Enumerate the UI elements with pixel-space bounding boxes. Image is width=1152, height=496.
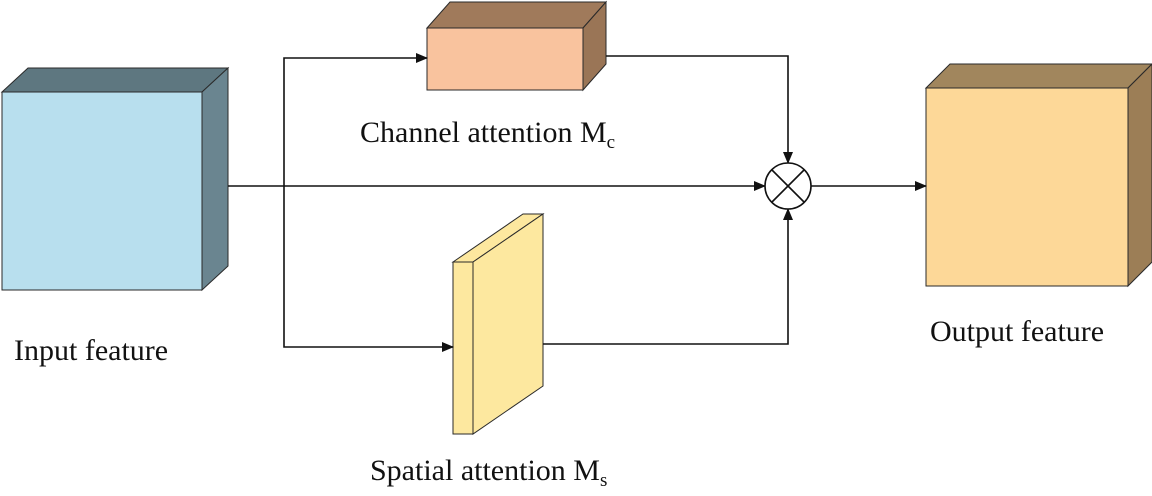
output-feature-side [1127,63,1152,288]
channel-attention-label-main: Channel attention M [360,116,607,149]
output-feature-block [924,63,1152,288]
channel-attention-top [425,1,608,29]
channel-attention-label-sub: c [607,132,615,153]
spatial-attention-side [472,213,544,435]
output-feature-label: Output feature [930,315,1104,348]
output-feature-front [925,87,1129,287]
spatial-attention-label: Spatial attention Ms [370,454,607,491]
connectors [228,53,927,352]
multiply-cross-b [771,169,805,203]
channel-attention-front [426,27,584,91]
channel-attention-side [582,0,607,92]
input-feature-top [0,67,230,93]
input-feature-front [1,91,203,291]
branch-to-spatial-arrow [283,186,454,352]
spatial-to-multiply-arrow [543,208,793,345]
spatial-attention-label-sub: s [600,470,607,491]
spatial-attention-front [452,261,474,435]
spatial-attention-block [451,213,545,435]
spatial-attention-label-main: Spatial attention M [370,454,600,487]
output-feature-top [924,63,1152,89]
multiply-operator-icon [764,162,812,210]
channel-attention-block [425,0,608,92]
branch-to-channel-arrow [283,53,428,186]
input-feature-label: Input feature [14,334,168,367]
channel-attention-label: Channel attention Mc [360,116,615,153]
input-feature-side [201,66,229,292]
channel-to-multiply-arrow [606,55,793,164]
input-feature-block [0,66,230,292]
